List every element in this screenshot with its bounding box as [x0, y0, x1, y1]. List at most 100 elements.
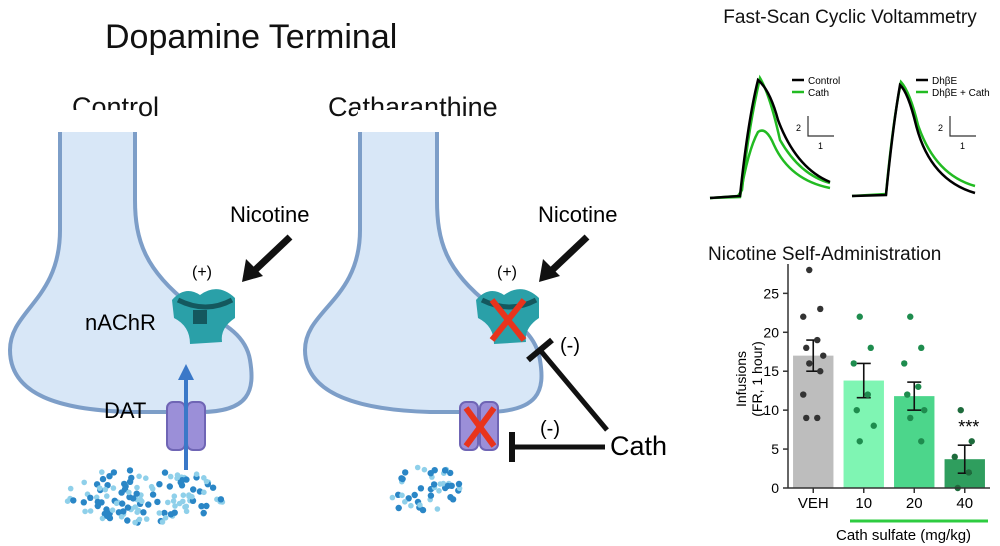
dopamine-dot [82, 508, 88, 515]
dopamine-dot [99, 515, 106, 522]
control-receptor-icon [172, 289, 235, 344]
dopamine-dot [140, 509, 147, 516]
dopamine-dot [447, 469, 454, 477]
dopamine-dot [132, 519, 138, 526]
data-point [817, 305, 824, 313]
dopamine-dot [437, 481, 444, 487]
dopamine-dot [203, 478, 210, 485]
dopamine-vesicles-catharanthine [389, 464, 463, 514]
dopamine-dot [430, 481, 438, 488]
data-point [904, 391, 911, 398]
dopamine-dot [70, 497, 77, 504]
data-point [957, 406, 964, 414]
dopamine-dot [109, 507, 116, 513]
dopamine-dot [126, 489, 132, 496]
dopamine-dot [183, 508, 190, 515]
dat-label: DAT [104, 398, 146, 423]
cath-inhibitor-label: Cath [610, 431, 667, 461]
dopamine-dot [143, 516, 150, 522]
dopamine-dot [198, 503, 205, 510]
minus-label-receptor: (-) [560, 335, 580, 357]
dopamine-dot [124, 517, 131, 524]
x-tick-label: 10 [855, 495, 872, 512]
dopamine-dot [209, 484, 217, 491]
dopamine-dot [94, 498, 102, 506]
dopamine-dot [170, 498, 177, 504]
dopamine-dot [104, 493, 110, 499]
dopamine-dot [201, 489, 207, 496]
dopamine-dot [449, 496, 457, 503]
dopamine-dot [414, 464, 421, 471]
dopamine-dot [417, 502, 423, 508]
dopamine-dot [126, 467, 134, 474]
dopamine-dot [427, 470, 434, 477]
nicotine-arrow-control [242, 234, 293, 282]
dopamine-dot [132, 504, 138, 510]
dopamine-dot [411, 491, 418, 499]
fscv-right-panel: DhβE DhβE + Cath 2 1 [851, 76, 990, 198]
dopamine-dot [113, 500, 120, 507]
y-tick-label: 15 [763, 363, 779, 379]
dopamine-dot [118, 514, 125, 520]
data-point [806, 266, 813, 274]
data-point [800, 313, 807, 320]
dopamine-dot [455, 480, 463, 488]
dopamine-dot [124, 504, 132, 511]
dopamine-dot [421, 466, 428, 473]
dopamine-dot [161, 469, 169, 476]
dopamine-dot [174, 475, 180, 482]
data-point [803, 344, 810, 352]
x-tick-label: VEH [798, 495, 829, 512]
blocked-receptor-icon [476, 289, 539, 344]
control-terminal [7, 110, 254, 414]
dopamine-dot [399, 475, 406, 483]
dopamine-dot [80, 499, 88, 506]
data-point [850, 360, 857, 367]
dopamine-dot [156, 481, 163, 488]
y-tick-label: 10 [763, 402, 779, 418]
catharanthine-terminal [302, 110, 544, 414]
dopamine-dot [183, 503, 190, 510]
inhibition-bar-transporter [509, 432, 605, 462]
y-tick-label: 5 [771, 441, 779, 457]
dopamine-dot [408, 502, 414, 509]
data-point [856, 313, 863, 320]
dopamine-dot [171, 509, 178, 516]
data-point [968, 438, 975, 445]
dopamine-dot [166, 483, 173, 490]
dopamine-dot [389, 494, 396, 501]
data-point [921, 406, 928, 414]
dopamine-dot [119, 500, 126, 507]
dopamine-dot [405, 495, 412, 502]
dopamine-dot [126, 478, 134, 485]
control-nicotine-label: Nicotine [230, 202, 309, 227]
dopamine-dot [165, 499, 171, 506]
fscv-title: Fast-Scan Cyclic Voltammetry [723, 7, 977, 28]
y-axis-label-line2: (FR, 1 hour) [749, 341, 765, 416]
dopamine-dot [118, 489, 125, 496]
data-point [806, 360, 813, 367]
dopamine-dot [106, 473, 113, 480]
dopamine-vesicles-control [64, 467, 226, 526]
dopamine-dot [183, 476, 190, 483]
dopamine-dot [139, 498, 145, 505]
dopamine-dot [106, 514, 114, 522]
dopamine-dot [159, 519, 166, 525]
fscv-left-legend-control: Control [808, 76, 840, 87]
dopamine-dot [87, 494, 94, 501]
data-point [800, 391, 807, 398]
dopamine-dot [156, 510, 163, 516]
dopamine-dot [99, 469, 105, 475]
dopamine-dot [419, 506, 427, 514]
fscv-right-legend-dhbe: DhβE [932, 76, 958, 87]
dopamine-dot [120, 508, 127, 515]
data-point [870, 422, 877, 429]
y-axis-label-line1: Infusions [733, 351, 749, 407]
dopamine-dot [87, 508, 94, 514]
bar-veh [793, 355, 834, 488]
minus-label-transporter: (-) [540, 418, 560, 440]
dopamine-dot [67, 485, 74, 492]
dopamine-dot [93, 494, 100, 501]
